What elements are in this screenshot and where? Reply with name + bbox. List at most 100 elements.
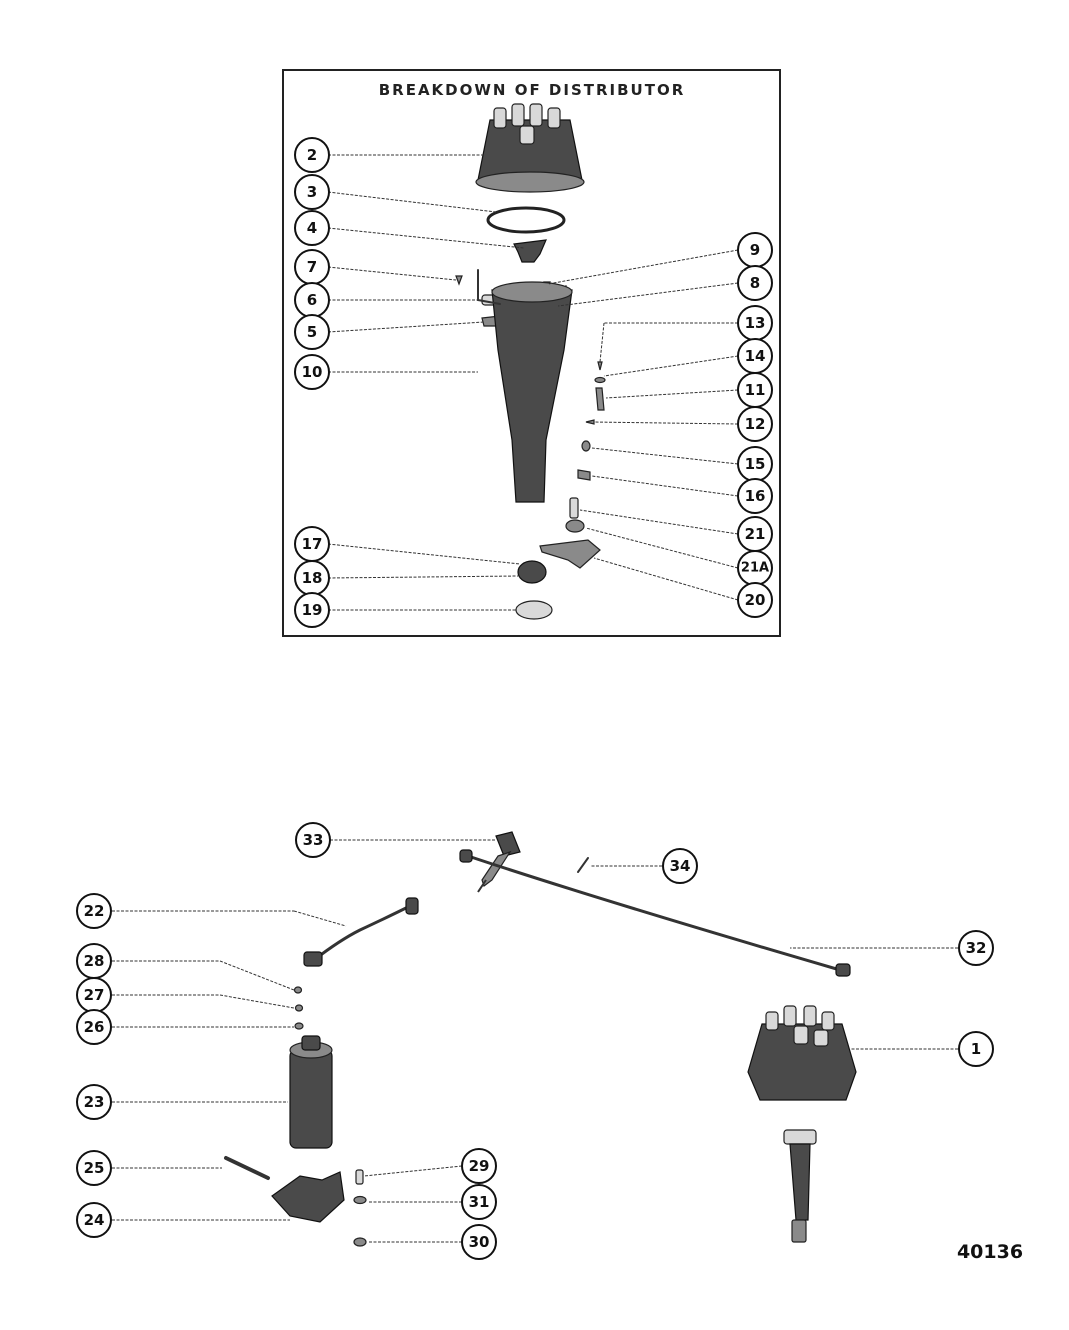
distributor-assembly-part bbox=[747, 1005, 857, 1243]
washer-14-part bbox=[594, 376, 606, 384]
callout-10: 10 bbox=[294, 354, 330, 390]
svg-text:7: 7 bbox=[307, 258, 317, 276]
svg-text:27: 27 bbox=[84, 986, 105, 1004]
svg-text:12: 12 bbox=[745, 415, 766, 433]
distributor-breakdown-inset: BREAKDOWN OF DISTRIBUTOR bbox=[282, 69, 781, 637]
coil-lead-wire-part bbox=[459, 849, 851, 977]
rotor-part bbox=[513, 239, 547, 263]
svg-text:20: 20 bbox=[745, 591, 766, 609]
ignition-coil-part bbox=[289, 1035, 333, 1149]
callout-19: 19 bbox=[294, 592, 330, 628]
svg-text:13: 13 bbox=[745, 314, 766, 332]
svg-text:3: 3 bbox=[307, 183, 317, 201]
callout-7: 7 bbox=[294, 249, 330, 285]
callout-30: 30 bbox=[461, 1224, 497, 1260]
svg-text:8: 8 bbox=[750, 274, 760, 292]
callout-4: 4 bbox=[294, 210, 330, 246]
svg-text:11: 11 bbox=[745, 381, 766, 399]
callout-3: 3 bbox=[294, 174, 330, 210]
callout-34: 34 bbox=[662, 848, 698, 884]
spark-plug-boot-part bbox=[477, 831, 521, 893]
svg-text:25: 25 bbox=[84, 1159, 105, 1177]
svg-text:23: 23 bbox=[84, 1093, 105, 1111]
drive-gear-part bbox=[517, 560, 547, 584]
svg-text:21: 21 bbox=[745, 525, 766, 543]
callout-1: 1 bbox=[958, 1031, 994, 1067]
figure-number: 40136 bbox=[957, 1241, 1023, 1263]
svg-text:21A: 21A bbox=[741, 561, 769, 576]
callout-14: 14 bbox=[737, 338, 773, 374]
washer-15-part bbox=[581, 440, 591, 452]
svg-text:32: 32 bbox=[966, 939, 987, 957]
svg-text:26: 26 bbox=[84, 1018, 105, 1036]
screw-29-part bbox=[355, 1169, 364, 1185]
svg-text:33: 33 bbox=[303, 831, 324, 849]
svg-text:9: 9 bbox=[750, 241, 760, 259]
svg-text:14: 14 bbox=[745, 347, 766, 365]
callout-33: 33 bbox=[295, 822, 331, 858]
callout-27: 27 bbox=[76, 977, 112, 1013]
callout-17: 17 bbox=[294, 526, 330, 562]
callout-21: 21 bbox=[737, 516, 773, 552]
callout-26: 26 bbox=[76, 1009, 112, 1045]
screw-7-part bbox=[455, 275, 463, 286]
bolt-21-part bbox=[569, 497, 579, 519]
svg-text:10: 10 bbox=[302, 363, 323, 381]
nut-30-part bbox=[353, 1237, 367, 1247]
nut-28-part bbox=[293, 986, 303, 994]
callout-21a: 21A bbox=[737, 550, 773, 586]
washer-31-part bbox=[353, 1195, 367, 1205]
svg-text:34: 34 bbox=[670, 857, 691, 875]
svg-text:18: 18 bbox=[302, 569, 323, 587]
washer-26-part bbox=[294, 1022, 304, 1030]
svg-text:5: 5 bbox=[307, 323, 317, 341]
washer-21a-part bbox=[565, 519, 585, 533]
callout-5: 5 bbox=[294, 314, 330, 350]
hold-down-clamp-part bbox=[539, 539, 601, 569]
callout-32: 32 bbox=[958, 930, 994, 966]
svg-text:31: 31 bbox=[469, 1193, 490, 1211]
callout-22: 22 bbox=[76, 893, 112, 929]
callout-16: 16 bbox=[737, 478, 773, 514]
svg-text:30: 30 bbox=[469, 1233, 490, 1251]
clamp-11-part bbox=[595, 387, 605, 411]
callout-6: 6 bbox=[294, 282, 330, 318]
pin-16-part bbox=[577, 469, 591, 481]
callout-25: 25 bbox=[76, 1150, 112, 1186]
distributor-cap-part bbox=[475, 103, 585, 193]
inset-frame bbox=[282, 69, 781, 637]
svg-text:28: 28 bbox=[84, 952, 105, 970]
svg-text:29: 29 bbox=[469, 1157, 490, 1175]
svg-text:17: 17 bbox=[302, 535, 323, 553]
cap-gasket-part bbox=[486, 206, 566, 234]
callout-8: 8 bbox=[737, 265, 773, 301]
svg-text:19: 19 bbox=[302, 601, 323, 619]
callout-23: 23 bbox=[76, 1084, 112, 1120]
coil-bracket-part bbox=[271, 1171, 345, 1223]
callout-29: 29 bbox=[461, 1148, 497, 1184]
inset-leader-lines bbox=[327, 154, 739, 611]
svg-text:1: 1 bbox=[971, 1040, 981, 1058]
callout-20: 20 bbox=[737, 582, 773, 618]
callout-labels: 2 3 4 7 6 5 10 17 18 19 9 8 13 14 11 12 … bbox=[76, 137, 994, 1260]
callout-13: 13 bbox=[737, 305, 773, 341]
distributor-housing-part bbox=[477, 269, 573, 503]
disk-19-part bbox=[515, 600, 553, 620]
svg-text:22: 22 bbox=[84, 902, 105, 920]
screw-12-part bbox=[585, 419, 595, 425]
screw-13-part bbox=[597, 361, 603, 371]
callout-24: 24 bbox=[76, 1202, 112, 1238]
svg-text:15: 15 bbox=[745, 455, 766, 473]
callout-2: 2 bbox=[294, 137, 330, 173]
svg-text:6: 6 bbox=[307, 291, 317, 309]
svg-text:2: 2 bbox=[307, 146, 317, 164]
washer-27-part bbox=[294, 1004, 304, 1012]
bolt-25-part bbox=[224, 1156, 270, 1180]
callout-18: 18 bbox=[294, 560, 330, 596]
clip-34-part bbox=[577, 857, 589, 873]
svg-text:4: 4 bbox=[307, 219, 317, 237]
svg-text:24: 24 bbox=[84, 1211, 105, 1229]
inset-title: BREAKDOWN OF DISTRIBUTOR bbox=[379, 81, 686, 99]
svg-text:16: 16 bbox=[745, 487, 766, 505]
